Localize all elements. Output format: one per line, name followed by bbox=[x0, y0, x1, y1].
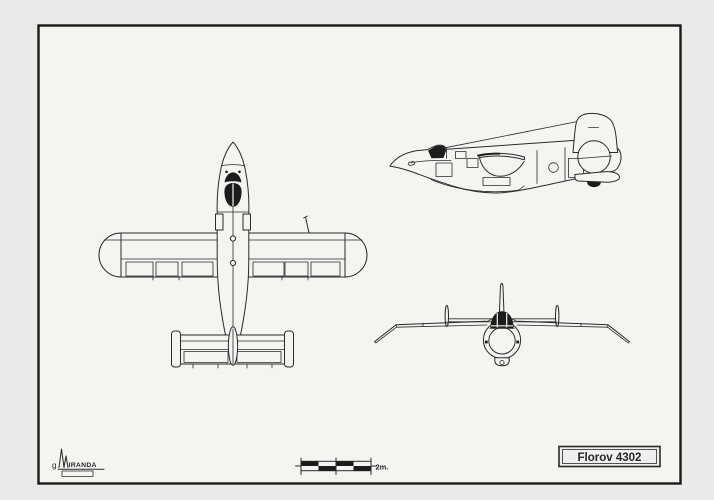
endplate-front-right bbox=[555, 304, 560, 328]
canopy-front bbox=[490, 311, 514, 328]
signature-initial: g bbox=[52, 461, 56, 470]
tail-endplate-right bbox=[284, 330, 294, 368]
front-view-drawing bbox=[374, 282, 630, 367]
tail-endplate-left bbox=[171, 330, 181, 368]
endplate-front-left bbox=[444, 304, 449, 328]
scale-label: 2m. bbox=[376, 463, 389, 472]
signature-box bbox=[61, 470, 94, 477]
porthole bbox=[548, 162, 559, 173]
windscreen-plan bbox=[224, 172, 242, 183]
signature-name: IRANDA bbox=[69, 462, 97, 469]
aircraft-designation: Florov 4302 bbox=[578, 452, 642, 464]
canopy-dot-right bbox=[238, 170, 241, 174]
tail-bumper bbox=[574, 171, 621, 183]
top-view-drawing bbox=[98, 141, 368, 369]
title-block: Florov 4302 bbox=[558, 445, 661, 468]
tail-fin-side bbox=[572, 112, 619, 153]
side-view-drawing bbox=[389, 112, 622, 194]
windscreen-side bbox=[428, 145, 447, 159]
canopy-dot-left bbox=[225, 170, 228, 174]
belly-skid-front bbox=[494, 357, 510, 367]
signature-mark bbox=[58, 448, 69, 468]
signature: g IRANDA bbox=[52, 448, 105, 477]
nose-light bbox=[407, 161, 416, 166]
scale-bar: 2m. bbox=[295, 457, 389, 475]
tail-fin-front bbox=[498, 282, 505, 317]
